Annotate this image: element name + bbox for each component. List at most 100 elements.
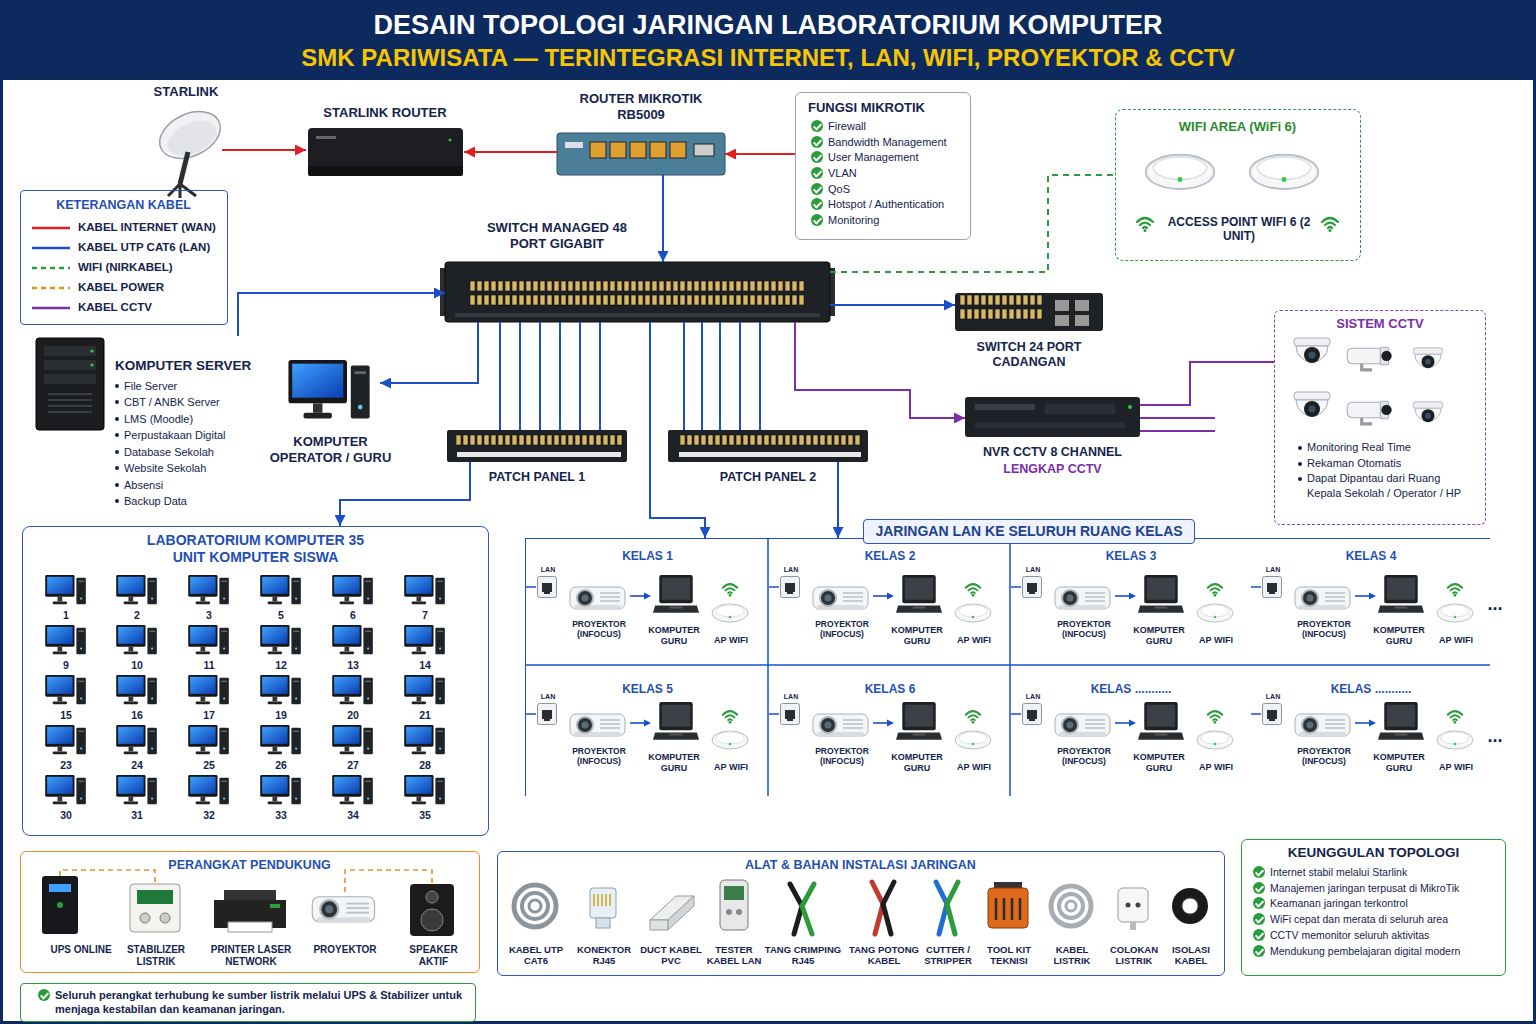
computer-number: 14	[410, 659, 440, 672]
art-circle	[1051, 886, 1091, 926]
computer-number: 28	[410, 759, 440, 772]
art-use	[1347, 401, 1391, 424]
node-text: PROYEKTOR (INFOCUS)	[802, 746, 882, 766]
art-circle	[426, 891, 438, 903]
art-path	[936, 882, 947, 934]
lab-pc-art	[45, 575, 445, 804]
art-circle	[140, 913, 150, 923]
node-text: LAN	[537, 566, 559, 574]
node-heading: JARINGAN LAN KE SELURUH RUANG KELAS	[863, 519, 1195, 544]
computer-number: 23	[51, 759, 81, 772]
node-text: Firewall	[828, 119, 964, 135]
node-text: Monitoring	[828, 213, 964, 229]
art-ellipse	[152, 102, 228, 167]
legend-text: KABEL UTP CAT6 (LAN)	[78, 241, 226, 255]
art-circle	[90, 363, 93, 366]
art-rect	[965, 397, 1140, 437]
computer-number: 25	[194, 759, 224, 772]
art-circle	[1066, 901, 1076, 911]
art-circle	[1182, 898, 1198, 914]
nvr-recorder: NVR CCTV 8 CHANNELLENGKAP CCTV	[965, 397, 1140, 437]
art-rect	[1118, 888, 1148, 922]
art-use	[1011, 575, 1233, 622]
nvr-art	[965, 397, 1140, 437]
node-text: Manajemen jaringan terpusat di MikroTik	[1270, 881, 1501, 897]
info-box: FUNGSI MIKROTIKFirewallBandwidth Managem…	[795, 92, 971, 240]
art-rect	[455, 434, 623, 448]
node-heading: STARLINK	[126, 84, 246, 100]
art-path	[60, 870, 432, 892]
art-rect	[410, 884, 454, 936]
node-text: AP WIFI	[701, 635, 761, 646]
node-text: Rekaman Otomatis	[1307, 456, 1477, 471]
node-text: LAN	[1022, 566, 1044, 574]
art-use	[526, 702, 748, 749]
art-path	[947, 882, 958, 934]
art-use	[1251, 702, 1473, 749]
node-text: TANG CRIMPING RJ45	[761, 944, 845, 967]
art-rect	[44, 346, 96, 356]
art-rect	[557, 133, 725, 175]
computer-number: 24	[122, 759, 152, 772]
node-heading: KELAS 3	[1011, 549, 1251, 563]
art-rect	[130, 884, 180, 932]
node-heading: SISTEM CCTV	[1283, 316, 1477, 332]
art-rect	[959, 294, 1043, 322]
node-heading: KELAS 2	[769, 549, 1011, 563]
node-text: PRINTER LASER NETWORK	[201, 944, 301, 968]
server-art	[36, 338, 104, 430]
computer-number: 2	[122, 609, 152, 622]
computer-number: 12	[266, 659, 296, 672]
cable-connector	[500, 322, 600, 430]
access-point: ACCESS POINT WIFI 6 (2 UNIT)	[1126, 141, 1352, 253]
art-rect	[49, 884, 71, 892]
node-text: KOMPUTER GURU	[1123, 625, 1195, 647]
lab-room: LABORATORIUM KOMPUTER 35 UNIT KOMPUTER S…	[22, 526, 489, 836]
backup-switch: SWITCH 24 PORT CADANGAN	[955, 293, 1103, 331]
art-circle	[514, 885, 556, 927]
computer-number: 30	[51, 809, 81, 822]
art-rect	[457, 452, 621, 457]
art-rect	[596, 918, 610, 928]
node-heading: KETERANGAN KABEL	[21, 198, 226, 213]
node-text: PROYEKTOR (INFOCUS)	[559, 746, 639, 766]
art-rect	[694, 144, 714, 156]
node-heading: PATCH PANEL 2	[668, 470, 868, 485]
art-path	[668, 896, 694, 930]
note-box: Seluruh perangkat terhubung ke sumber li…	[20, 983, 476, 1022]
computer-number: 27	[338, 759, 368, 772]
art-path	[180, 152, 188, 184]
starlink-router-art	[308, 128, 463, 176]
art-use	[526, 575, 748, 622]
art-rect	[565, 142, 583, 148]
node-heading: STARLINK ROUTER	[295, 105, 475, 121]
node-text: WiFi cepat dan merata di seluruh area	[1270, 912, 1501, 928]
node-heading: Seluruh perangkat terhubung ke sumber li…	[55, 988, 467, 1017]
support-devices: PERANGKAT PENDUKUNGUPS ONLINESTABILIZER …	[20, 851, 480, 973]
art-circle	[90, 349, 93, 352]
art-circle	[160, 913, 170, 923]
node-text: KOMPUTER GURU	[1363, 752, 1435, 774]
node-text: Internet stabil melalui Starlink	[1270, 865, 1501, 881]
art-rect	[44, 360, 96, 370]
art-circle	[1172, 888, 1208, 924]
node-heading: KELAS ...........	[1011, 682, 1251, 696]
node-heading: SWITCH 24 PORT CADANGAN	[945, 340, 1113, 370]
node-text: AP WIFI	[701, 762, 761, 773]
art-rect	[224, 890, 276, 900]
cctv-cable	[1140, 418, 1215, 431]
node-text: VLAN	[828, 166, 964, 182]
art-rect	[308, 166, 463, 176]
art-ellipse	[162, 113, 222, 162]
node-text: LAN	[1022, 693, 1044, 701]
art-rect	[720, 880, 748, 930]
art-path	[48, 394, 92, 412]
computer-number: 1	[51, 609, 81, 622]
computer-number: 26	[266, 759, 296, 772]
node-text: Backup Data	[124, 493, 240, 510]
art-rect	[679, 434, 861, 448]
node-text: KABEL UTP CAT6	[501, 944, 571, 967]
art-use	[45, 625, 445, 654]
node-text: QoS	[828, 182, 964, 198]
art-use	[1250, 155, 1318, 189]
